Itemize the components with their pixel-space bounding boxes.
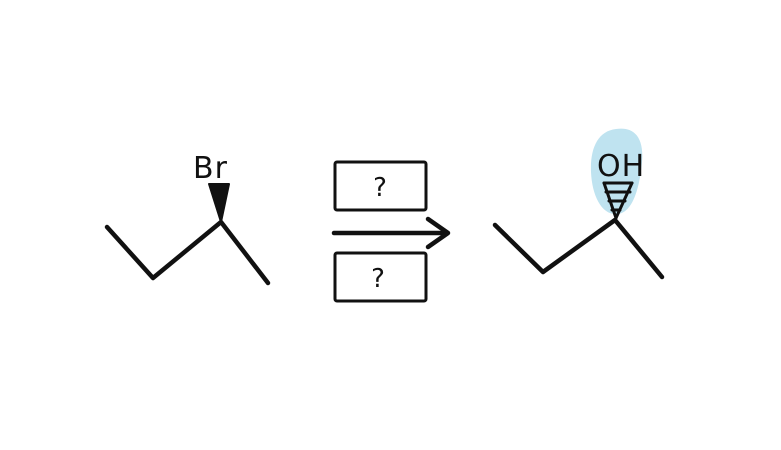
product-molecule: OH (492, 128, 665, 280)
reaction-arrow-head (425, 216, 451, 250)
reagent-box-bottom[interactable]: ? (333, 251, 428, 303)
reaction-conditions: ? ? (331, 160, 451, 303)
reagent-box-bottom-frame (333, 251, 428, 303)
reagent-box-top[interactable]: ? (333, 160, 428, 212)
product-carbon-chain (492, 217, 665, 280)
reactant-wedge-bond (208, 183, 230, 223)
reagent-box-bottom-label: ? (371, 264, 385, 294)
product-hashed-wedge-bond (602, 181, 634, 220)
reaction-arrow (331, 216, 451, 250)
reagent-box-top-frame (333, 160, 428, 212)
reactant-bromine-label: Br (193, 151, 228, 186)
reagent-box-top-label: ? (373, 173, 387, 203)
reactant-carbon-chain (104, 219, 271, 286)
reactant-molecule: Br (104, 151, 271, 286)
product-hydroxyl-label: OH (597, 149, 645, 184)
